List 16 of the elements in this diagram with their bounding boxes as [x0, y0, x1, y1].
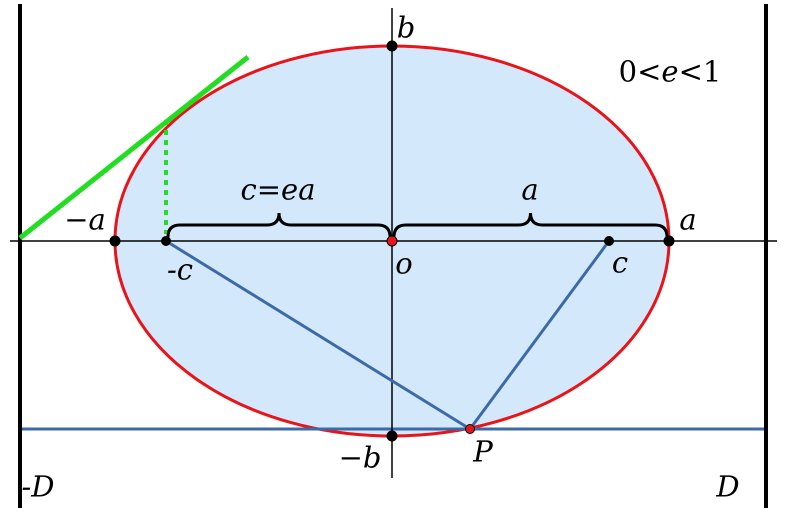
origin-label: o	[395, 250, 413, 278]
brace-label: c=ea	[240, 176, 316, 204]
focal-radius-line	[472, 244, 608, 426]
eccentricity-condition: 0<e<1	[618, 58, 722, 86]
point-label: c	[612, 248, 628, 278]
vertex-label: a	[679, 206, 697, 234]
axis-label: b	[396, 14, 416, 42]
focal-radius-line	[169, 242, 467, 428]
directrix-label: D	[716, 472, 740, 502]
point-label: P	[473, 438, 493, 466]
directrix-label: -D	[21, 472, 55, 502]
brace-label: a	[521, 176, 539, 204]
point-marker	[465, 424, 475, 434]
point-label: -c	[166, 256, 194, 284]
axis-label: −b	[338, 444, 382, 472]
vertex-label: −a	[64, 206, 106, 234]
